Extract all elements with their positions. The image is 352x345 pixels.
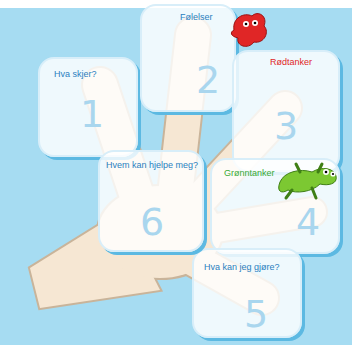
box-heading: Hva skjer? <box>54 69 97 80</box>
callout-number: 6 <box>140 202 164 242</box>
box-heading: Rødtanker <box>270 57 312 68</box>
box-heading: Hva kan jeg gjøre? <box>204 262 280 273</box>
hand-finger-box: Grønntanker 4 <box>210 158 340 254</box>
red-creature <box>231 14 266 47</box>
box-heading: Følelser <box>180 12 213 23</box>
hand-finger-box: Hvem kan hjelpe meg? 6 <box>98 150 204 252</box>
box-heading: Hvem kan hjelpe meg? <box>106 160 198 171</box>
hand-finger-box: Rødtanker 3 <box>232 50 340 172</box>
green-creature <box>279 164 337 198</box>
hand-finger-box: Følelser 2 <box>140 4 236 112</box>
hand-finger-box: Hva kan jeg gjøre? 5 <box>192 248 302 338</box>
hand-finger-box: Hva skjer? 1 <box>38 57 138 157</box>
callout-number: 2 <box>196 60 220 100</box>
callout-number: 5 <box>244 294 268 334</box>
box-heading: Grønntanker <box>224 168 275 179</box>
callout-number: 3 <box>274 106 298 146</box>
callout-number: 4 <box>296 202 320 242</box>
callout-number: 1 <box>80 94 104 134</box>
